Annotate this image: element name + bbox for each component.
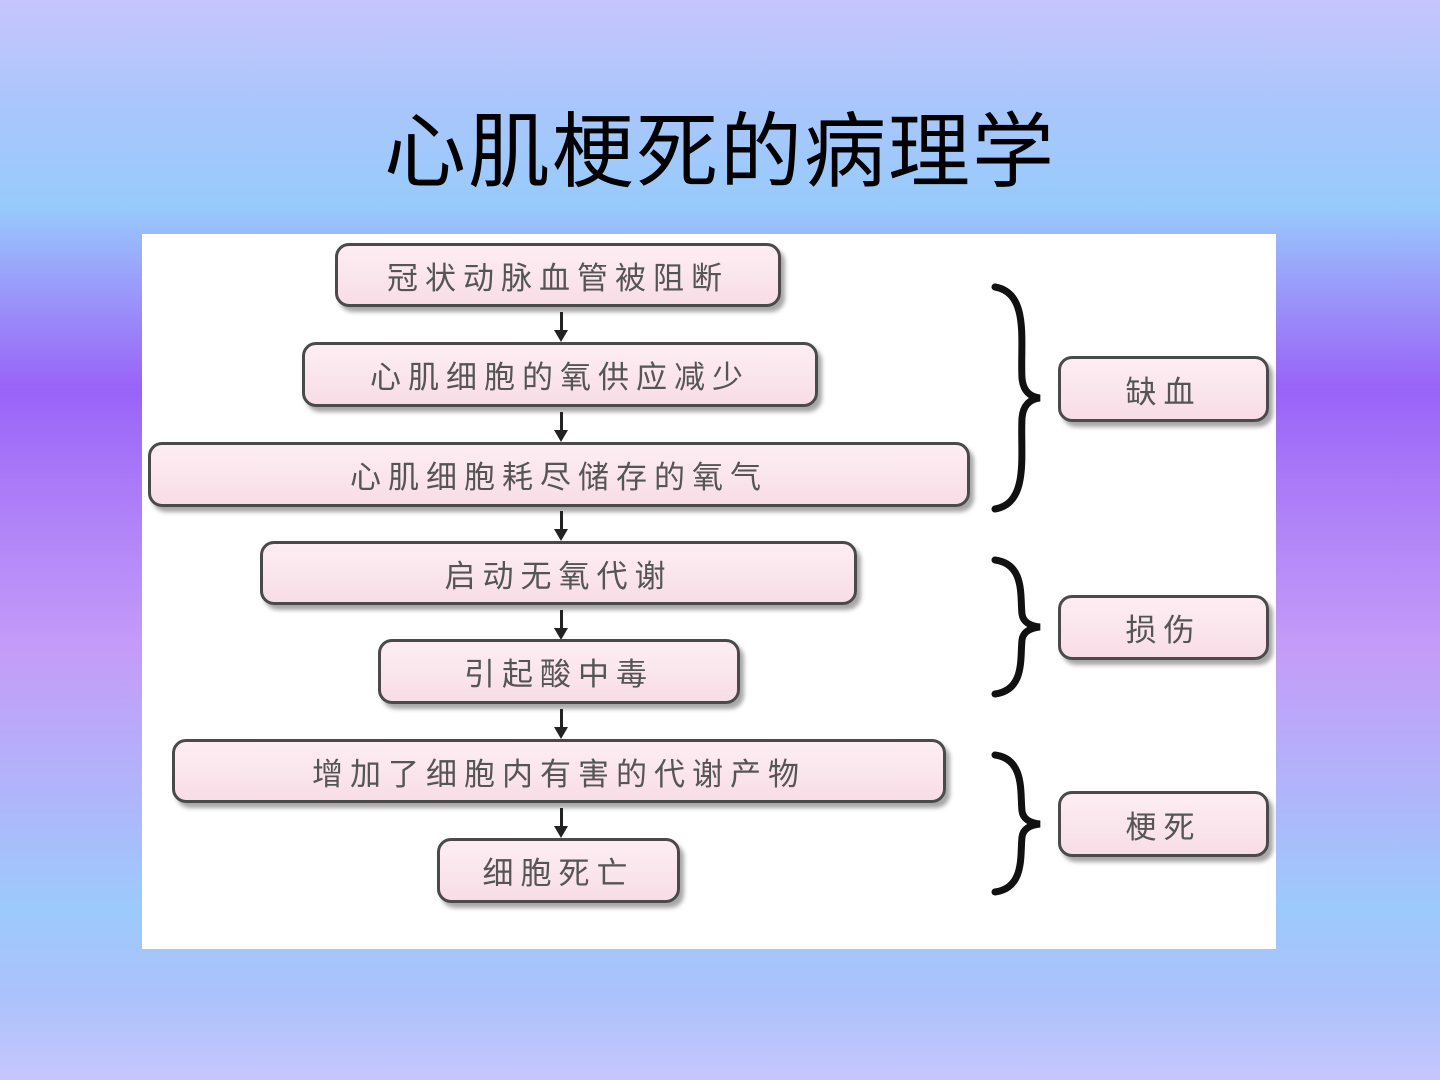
stage-label-infarction: 梗死 xyxy=(1058,791,1269,857)
step-box-7: 细胞死亡 xyxy=(437,838,680,903)
brace-icon xyxy=(991,556,1041,698)
stage-label-injury: 损伤 xyxy=(1058,595,1269,660)
step-box-4: 启动无氧代谢 xyxy=(260,541,857,605)
stage-label-ischemia: 缺血 xyxy=(1058,356,1269,422)
slide-title: 心肌梗死的病理学 xyxy=(383,105,1056,200)
step-box-1: 冠状动脉血管被阻断 xyxy=(335,243,781,307)
step-box-6: 增加了细胞内有害的代谢产物 xyxy=(172,739,946,803)
brace-icon xyxy=(991,751,1041,896)
brace-icon xyxy=(991,283,1041,513)
step-box-3: 心肌细胞耗尽储存的氧气 xyxy=(148,442,970,507)
step-box-5: 引起酸中毒 xyxy=(378,639,740,704)
step-box-2: 心肌细胞的氧供应减少 xyxy=(302,342,818,407)
